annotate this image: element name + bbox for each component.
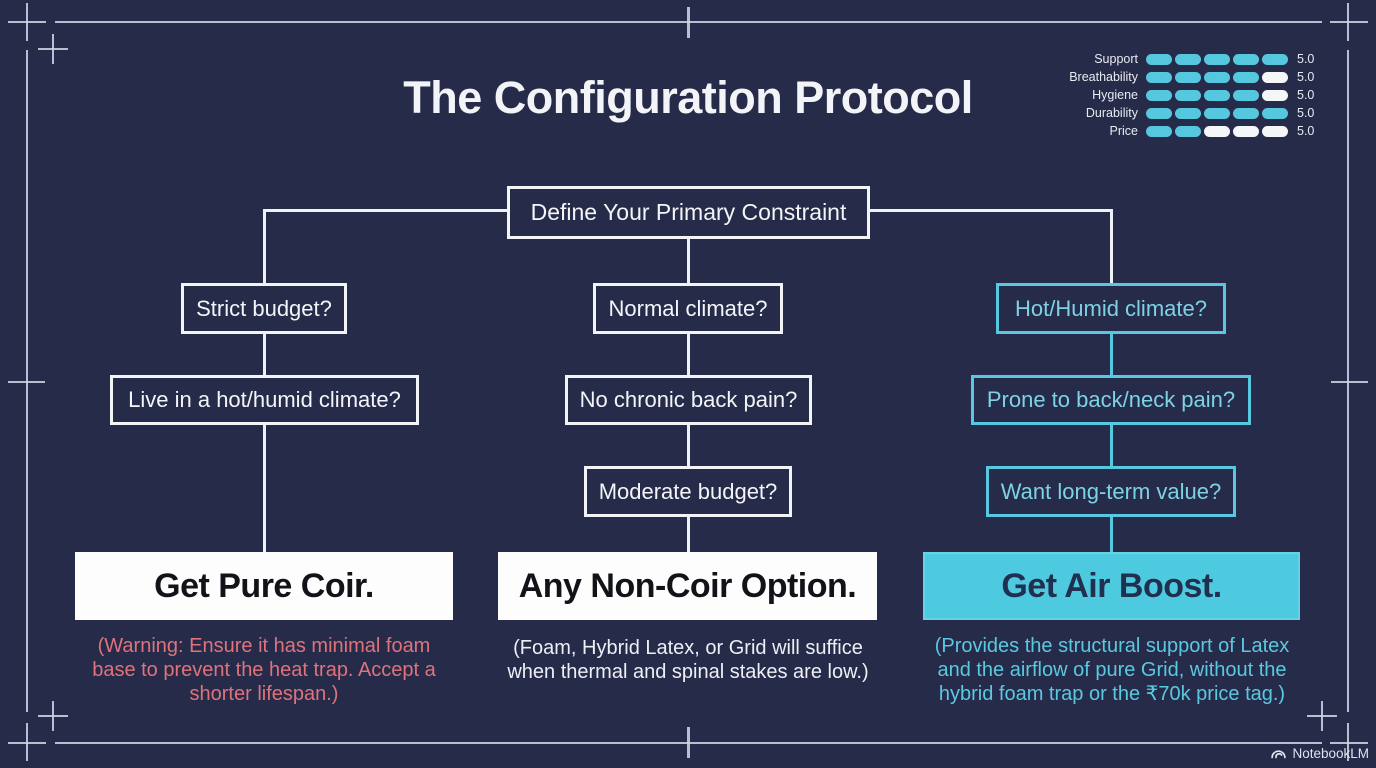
rating-segment-filled — [1175, 53, 1201, 65]
node-strict-budget: Strict budget? — [181, 283, 347, 334]
note-line: and the airflow of pure Grid, without th… — [937, 659, 1287, 681]
rating-bar — [1146, 53, 1288, 65]
node-prone-back-neck-pain: Prone to back/neck pain? — [971, 375, 1251, 425]
rating-segment-filled — [1233, 53, 1259, 65]
rating-segment-filled — [1262, 53, 1288, 65]
result-get-pure-coir: Get Pure Coir. — [75, 552, 453, 620]
rating-segment-filled — [1146, 53, 1172, 65]
rating-segment-filled — [1262, 107, 1288, 119]
page-title: The Configuration Protocol — [403, 72, 973, 123]
crop-mark — [1330, 742, 1368, 744]
rating-bar — [1146, 107, 1288, 119]
result-get-air-boost: Get Air Boost. — [923, 552, 1300, 620]
rating-label: Breathability — [1069, 70, 1138, 84]
watermark-label: NotebookLM — [1292, 746, 1369, 761]
note-line: shorter lifespan.) — [189, 683, 339, 705]
rating-bar — [1146, 125, 1288, 137]
rating-row: Support 5.0 — [1028, 50, 1323, 68]
rating-label: Hygiene — [1092, 88, 1138, 102]
rating-value: 5.0 — [1297, 106, 1315, 120]
crop-mark — [1321, 701, 1323, 731]
note-air-boost: (Provides the structural support of Late… — [918, 634, 1306, 706]
note-non-coir: (Foam, Hybrid Latex, or Grid will suffic… — [488, 636, 888, 684]
connector — [687, 334, 690, 375]
node-want-long-term-value: Want long-term value? — [986, 466, 1236, 517]
notebooklm-logo-icon — [1270, 748, 1287, 760]
rating-bar — [1146, 89, 1288, 101]
connector — [1110, 209, 1113, 283]
rating-segment-filled — [1233, 71, 1259, 83]
note-line: (Warning: Ensure it has minimal foam — [97, 635, 431, 657]
node-hot-humid-climate: Hot/Humid climate? — [996, 283, 1226, 334]
bottom-center-tick — [687, 727, 690, 758]
rating-segment-empty — [1233, 125, 1259, 137]
rating-segment-filled — [1146, 107, 1172, 119]
rating-value: 5.0 — [1297, 88, 1315, 102]
rating-label: Price — [1109, 124, 1138, 138]
connector — [1110, 425, 1113, 466]
rating-segment-filled — [1175, 107, 1201, 119]
note-line: (Foam, Hybrid Latex, or Grid will suffic… — [513, 637, 863, 659]
rating-segment-empty — [1204, 125, 1230, 137]
rating-segment-empty — [1262, 125, 1288, 137]
connector — [263, 425, 266, 552]
note-line: when thermal and spinal stakes are low.) — [507, 661, 869, 683]
crop-mark — [26, 3, 28, 41]
rating-segment-filled — [1146, 89, 1172, 101]
rating-label: Durability — [1085, 106, 1138, 120]
crop-mark — [52, 34, 54, 64]
top-center-tick — [687, 7, 690, 38]
node-moderate-budget: Moderate budget? — [584, 466, 792, 517]
connector — [264, 209, 507, 212]
crop-mark — [1347, 723, 1349, 761]
watermark: NotebookLM — [1270, 746, 1369, 761]
node-normal-climate: Normal climate? — [593, 283, 783, 334]
connector — [1110, 334, 1113, 375]
connector — [263, 209, 266, 283]
rating-row: Hygiene 5.0 — [1028, 86, 1323, 104]
rating-row: Price 5.0 — [1028, 122, 1323, 140]
rating-segment-filled — [1233, 89, 1259, 101]
rating-row: Breathability 5.0 — [1028, 68, 1323, 86]
connector — [263, 334, 266, 375]
rating-row: Durability 5.0 — [1028, 104, 1323, 122]
rating-bar — [1146, 71, 1288, 83]
connector — [687, 425, 690, 466]
rating-segment-empty — [1262, 71, 1288, 83]
node-live-hot-humid: Live in a hot/humid climate? — [110, 375, 419, 425]
note-pure-coir: (Warning: Ensure it has minimal foam bas… — [75, 634, 453, 706]
node-define-constraint: Define Your Primary Constraint — [507, 186, 870, 239]
note-line: (Provides the structural support of Late… — [934, 635, 1290, 657]
connector — [1110, 517, 1113, 552]
crop-mark — [26, 723, 28, 761]
connector — [687, 517, 690, 552]
crop-mark — [8, 381, 45, 383]
node-no-chronic-back-pain: No chronic back pain? — [565, 375, 812, 425]
rating-segment-filled — [1146, 71, 1172, 83]
crop-mark — [1330, 21, 1368, 23]
rating-segment-filled — [1204, 89, 1230, 101]
rating-segment-filled — [1204, 53, 1230, 65]
rating-value: 5.0 — [1297, 124, 1315, 138]
note-line: hybrid foam trap or the ₹70k price tag.) — [938, 683, 1286, 705]
rating-label: Support — [1094, 52, 1138, 66]
rating-segment-filled — [1233, 107, 1259, 119]
rating-segment-filled — [1175, 71, 1201, 83]
crop-mark — [1347, 3, 1349, 41]
result-any-non-coir: Any Non-Coir Option. — [498, 552, 877, 620]
note-line: base to prevent the heat trap. Accept a — [92, 659, 436, 681]
rating-segment-filled — [1175, 125, 1201, 137]
rating-segment-filled — [1204, 107, 1230, 119]
rating-segment-filled — [1146, 125, 1172, 137]
connector — [870, 209, 1111, 212]
rating-segment-filled — [1204, 71, 1230, 83]
connector — [687, 239, 690, 283]
crop-mark — [52, 701, 54, 731]
rating-segment-filled — [1175, 89, 1201, 101]
rating-value: 5.0 — [1297, 52, 1315, 66]
crop-mark — [1331, 381, 1368, 383]
rating-value: 5.0 — [1297, 70, 1315, 84]
rating-segment-empty — [1262, 89, 1288, 101]
